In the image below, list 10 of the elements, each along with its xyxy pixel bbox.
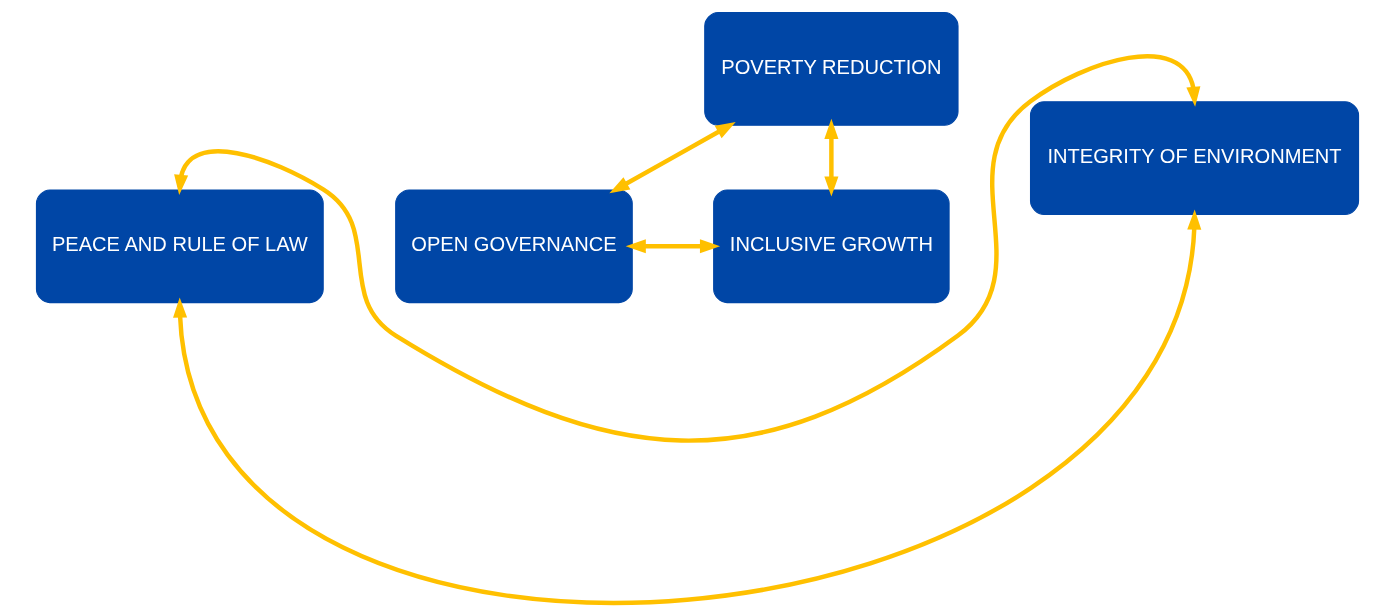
arrow [608,122,736,194]
arrow [625,239,720,254]
arrow [173,54,1200,443]
arrow [172,209,1201,604]
node-box: INCLUSIVE GROWTH [712,189,950,304]
node-box: POVERTY REDUCTION [703,12,959,126]
node-box: INTEGRITY OF ENVIRONMENT [1029,101,1359,216]
node-box: OPEN GOVERNANCE [394,189,633,304]
node-box: PEACE AND RULE OF LAW [35,189,324,304]
arrow [823,118,838,197]
